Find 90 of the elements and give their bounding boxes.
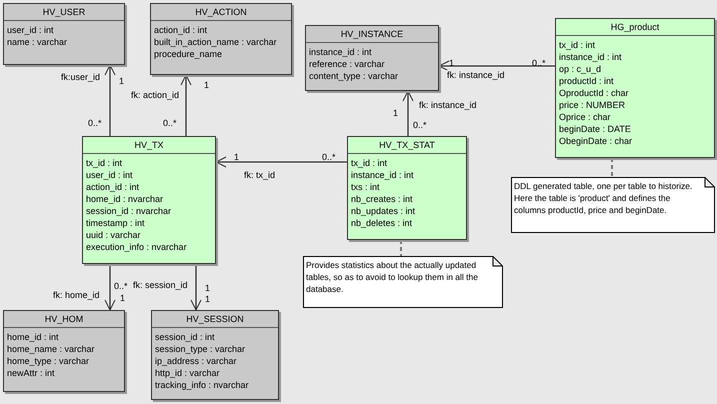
attribute-text: txs : int [350,181,381,193]
table-box [3,310,125,392]
attribute-text: tx_id : int [85,157,124,169]
table-header: HG_product [556,19,714,36]
edge-label: fk: instance_id [446,70,506,81]
note-text: Provides statistics about the actually updated tables, so as to avoid to lookup them in all the database. [305,259,479,295]
note-box [511,177,715,233]
table-header: HV_USER [4,4,124,21]
association-arrow [438,60,555,72]
edge-label: fk: instance_id [418,100,478,111]
table-header: HV_TX [83,137,215,154]
edge-label: fk: tx_id [243,170,276,181]
attribute-text: reference : varchar [308,58,386,70]
association-arrow [190,264,202,310]
attribute-text: instance_id : int [558,51,623,63]
table-box [555,18,715,158]
attribute-text: home_name : varchar [6,343,96,355]
attribute-text: timestamp : int [85,217,146,229]
edge-label: fk: action_id [130,90,180,101]
multiplicity-label: 1 [393,108,398,119]
association-arrow [216,156,347,168]
table-box [3,3,125,65]
multiplicity-label: 0..* [88,118,102,129]
multiplicity-label: 0..* [114,281,128,292]
attribute-text: session_id : nvarchar [85,205,172,217]
attribute-text: action_id : int [153,24,208,36]
multiplicity-label: 1 [204,80,210,91]
attribute-text: tx_id : int [558,39,596,51]
note-connector [400,240,402,256]
table-box [150,3,292,75]
attribute-text: beginDate : DATE [558,123,632,135]
attribute-text: user_id : int [85,169,134,181]
multiplicity-label: 1 [449,58,454,69]
table-header: HV_ACTION [151,4,291,21]
edge-label: fk: session_id [132,280,189,291]
multiplicity-label: 1 [234,152,240,163]
association-arrow [104,64,116,136]
attribute-text: Oprice : char [558,111,612,123]
edge-label: fk: home_id [52,290,101,301]
attribute-text: productId : int [558,75,615,87]
table-box [82,136,216,264]
attribute-text: tracking_info : nvarchar [154,379,250,391]
attribute-text: session_type : varchar [154,343,246,355]
attribute-text: procedure_name [153,48,224,60]
multiplicity-label: 1 [119,76,124,87]
attribute-text: name : varchar [6,36,68,48]
table-header: HV_HOM [4,311,124,328]
attribute-text: home_type : varchar [6,355,90,367]
attribute-text: ip_address : varchar [154,355,238,367]
multiplicity-label: 1 [120,293,126,304]
multiplicity-label: 1 [205,294,210,305]
table-header: HV_INSTANCE [306,26,438,43]
edge-label: fk:user_id [60,72,102,83]
association-arrow [104,264,116,310]
attribute-text: user_id : int [6,24,55,36]
attribute-text: newAttr : int [6,367,56,379]
note-connector [611,158,613,177]
multiplicity-label: 1 [205,283,210,294]
note-text: DDL generated table, one per table to historize. Here the table is 'product' and defines the columns productId, price and beginDate. [513,180,694,216]
attribute-text: instance_id : int [308,46,373,58]
note-box [303,256,503,308]
multiplicity-label: 0..* [413,120,427,131]
attribute-text: nb_creates : int [350,193,414,205]
attribute-text: ObeginDate : char [558,135,634,147]
attribute-text: action_id : int [85,181,140,193]
attribute-text: http_id : varchar [154,367,221,379]
attribute-text: instance_id : int [350,169,415,181]
multiplicity-label: 0..* [322,152,336,163]
attribute-text: price : NUMBER [558,99,626,111]
attribute-text: op : c_u_d [558,63,602,75]
association-arrow [402,90,414,136]
table-box [305,25,439,91]
attribute-text: uuid : varchar [85,229,142,241]
association-arrow [180,74,192,136]
multiplicity-label: 0..* [532,58,546,69]
attribute-text: execution_info : nvarchar [85,241,188,253]
table-header: HV_SESSION [152,311,278,328]
attribute-text: tx_id : int [350,157,388,169]
attribute-text: nb_updates : int [350,205,416,217]
attribute-text: home_id : int [6,331,60,343]
attribute-text: OproductId : char [558,87,630,99]
attribute-text: session_id : int [154,331,216,343]
table-box [347,136,467,240]
attribute-text: built_in_action_name : varchar [153,36,278,48]
table-box [151,310,279,400]
attribute-text: home_id : nvarchar [85,193,164,205]
table-header: HV_TX_STAT [348,137,466,154]
multiplicity-label: 0..* [163,118,177,129]
attribute-text: content_type : varchar [308,70,400,82]
attribute-text: nb_deletes : int [350,217,414,229]
